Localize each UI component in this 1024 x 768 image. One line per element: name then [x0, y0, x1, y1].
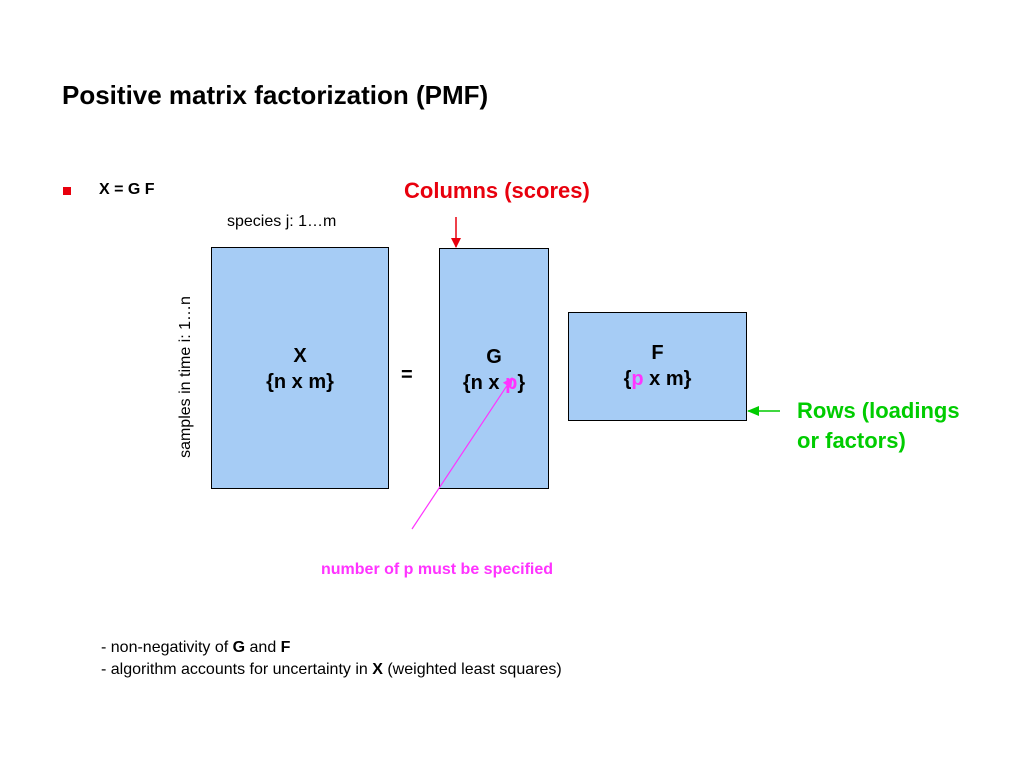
matrix-f-p: p: [631, 368, 644, 390]
matrix-g-label: G {n x p}: [440, 344, 548, 396]
note-line-uncertainty: - algorithm accounts for uncertainty in …: [101, 661, 562, 678]
slide-title: Positive matrix factorization (PMF): [62, 80, 489, 110]
equals-sign: =: [401, 364, 413, 386]
matrix-f-name: F: [651, 342, 664, 364]
matrix-x: X {n x m}: [211, 247, 389, 489]
bullet-square-icon: [63, 187, 71, 195]
matrix-g: G {n x p}: [439, 248, 549, 489]
matrix-f-dims: {p x m}: [623, 368, 692, 390]
species-axis-label: species j: 1…m: [227, 213, 337, 230]
samples-axis-label: samples in time i: 1…n: [177, 296, 194, 458]
notes-block: - non-negativity of G and F - algorithm …: [101, 637, 562, 681]
matrix-g-name: G: [486, 346, 502, 368]
matrix-x-name: X: [293, 345, 307, 367]
matrix-x-label: X {n x m}: [212, 343, 388, 395]
matrix-g-dims: {n x p}: [462, 372, 526, 394]
columns-scores-label: Columns (scores): [404, 178, 590, 203]
matrix-x-dims: {n x m}: [266, 371, 334, 393]
rows-label-line2: or factors): [797, 428, 906, 453]
equation-bullet: X = G F: [99, 181, 155, 198]
matrix-f: F {p x m}: [568, 312, 747, 421]
p-specified-note: number of p must be specified: [321, 561, 554, 578]
note-line-nonnegativity: - non-negativity of G and F: [101, 639, 291, 656]
matrix-g-p: p: [505, 372, 518, 394]
matrix-f-label: F {p x m}: [569, 340, 746, 392]
rows-label-line1: Rows (loadings: [797, 398, 960, 423]
rows-loadings-label: Rows (loadings or factors): [797, 396, 960, 456]
